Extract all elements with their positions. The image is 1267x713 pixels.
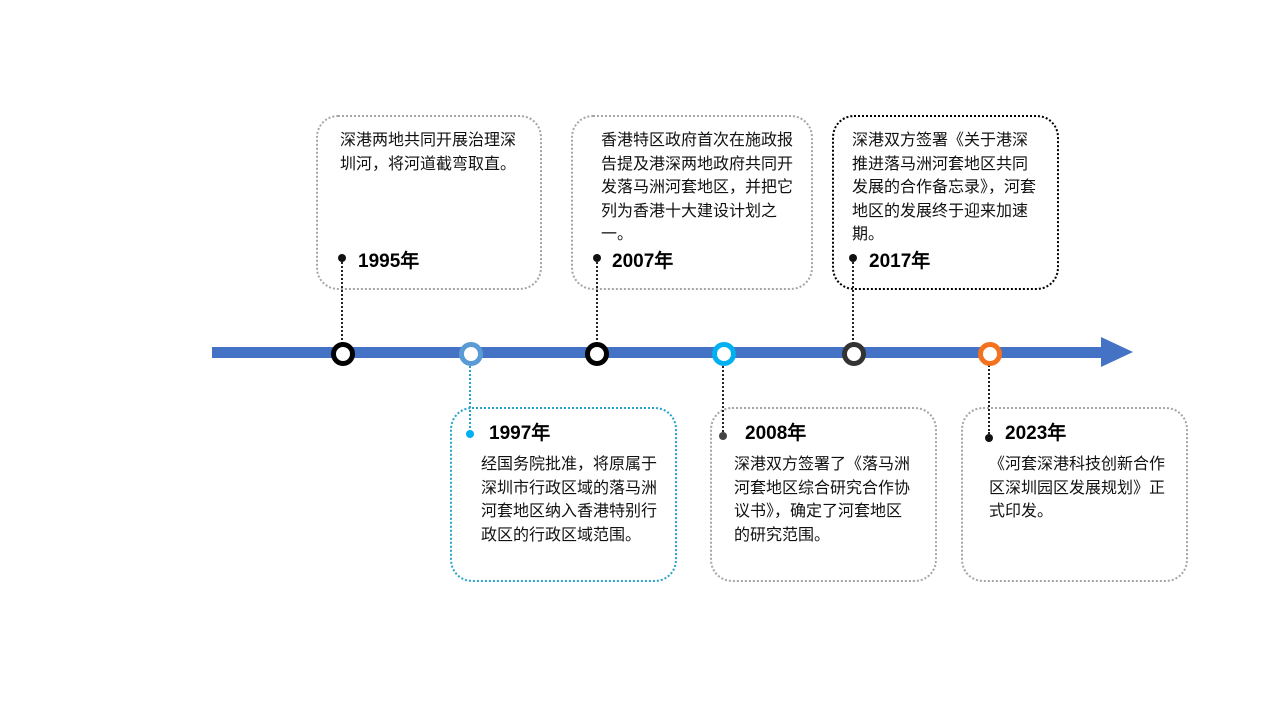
event-year: 1997年: [489, 423, 551, 444]
event-stem: [852, 258, 854, 344]
event-box-1995: 深港两地共同开展治理深圳河，将河道截弯取直。: [316, 115, 542, 290]
timeline-arrowhead: [1101, 337, 1133, 367]
event-stem: [988, 362, 990, 434]
event-box-2017: 深港双方签署《关于港深推进落马洲河套地区共同发展的合作备忘录》，河套地区的发展终…: [832, 115, 1059, 290]
event-stem: [722, 362, 724, 432]
event-dot: [466, 430, 474, 438]
timeline-axis: [212, 347, 1104, 358]
event-year: 2007年: [612, 251, 674, 272]
event-box-2023: 《河套深港科技创新合作区深圳园区发展规划》正式印发。: [961, 407, 1188, 582]
event-box-2008: 深港双方签署了《落马洲河套地区综合研究合作协议书》，确定了河套地区的研究范围。: [710, 407, 937, 582]
event-marker-2007: [585, 342, 609, 366]
event-dot: [719, 432, 727, 440]
event-dot: [849, 254, 857, 262]
event-marker-1997: [459, 342, 483, 366]
event-description: 深港两地共同开展治理深圳河，将河道截弯取直。: [340, 130, 517, 173]
event-dot: [338, 254, 346, 262]
event-description: 深港双方签署《关于港深推进落马洲河套地区共同发展的合作备忘录》，河套地区的发展终…: [852, 130, 1037, 243]
event-description: 《河套深港科技创新合作区深圳园区发展规划》正式印发。: [989, 454, 1166, 520]
event-description: 经国务院批准，将原属于深圳市行政区域的落马洲河套地区纳入香港特别行政区的行政区域…: [481, 454, 658, 544]
event-stem: [469, 362, 471, 432]
event-stem: [596, 258, 598, 344]
event-year: 2023年: [1005, 423, 1067, 444]
event-description: 香港特区政府首次在施政报告提及港深两地政府共同开发落马洲河套地区，并把它列为香港…: [601, 130, 794, 243]
event-dot: [593, 254, 601, 262]
event-dot: [985, 434, 993, 442]
event-marker-2008: [712, 342, 736, 366]
event-marker-1995: [331, 342, 355, 366]
event-marker-2023: [978, 342, 1002, 366]
event-year: 2017年: [869, 251, 931, 272]
event-year: 2008年: [745, 423, 807, 444]
event-box-1997: 经国务院批准，将原属于深圳市行政区域的落马洲河套地区纳入香港特别行政区的行政区域…: [450, 407, 677, 582]
event-stem: [341, 258, 343, 344]
event-marker-2017: [842, 342, 866, 366]
event-box-2007: 香港特区政府首次在施政报告提及港深两地政府共同开发落马洲河套地区，并把它列为香港…: [571, 115, 813, 290]
event-description: 深港双方签署了《落马洲河套地区综合研究合作协议书》，确定了河套地区的研究范围。: [734, 454, 911, 544]
event-year: 1995年: [358, 251, 420, 272]
